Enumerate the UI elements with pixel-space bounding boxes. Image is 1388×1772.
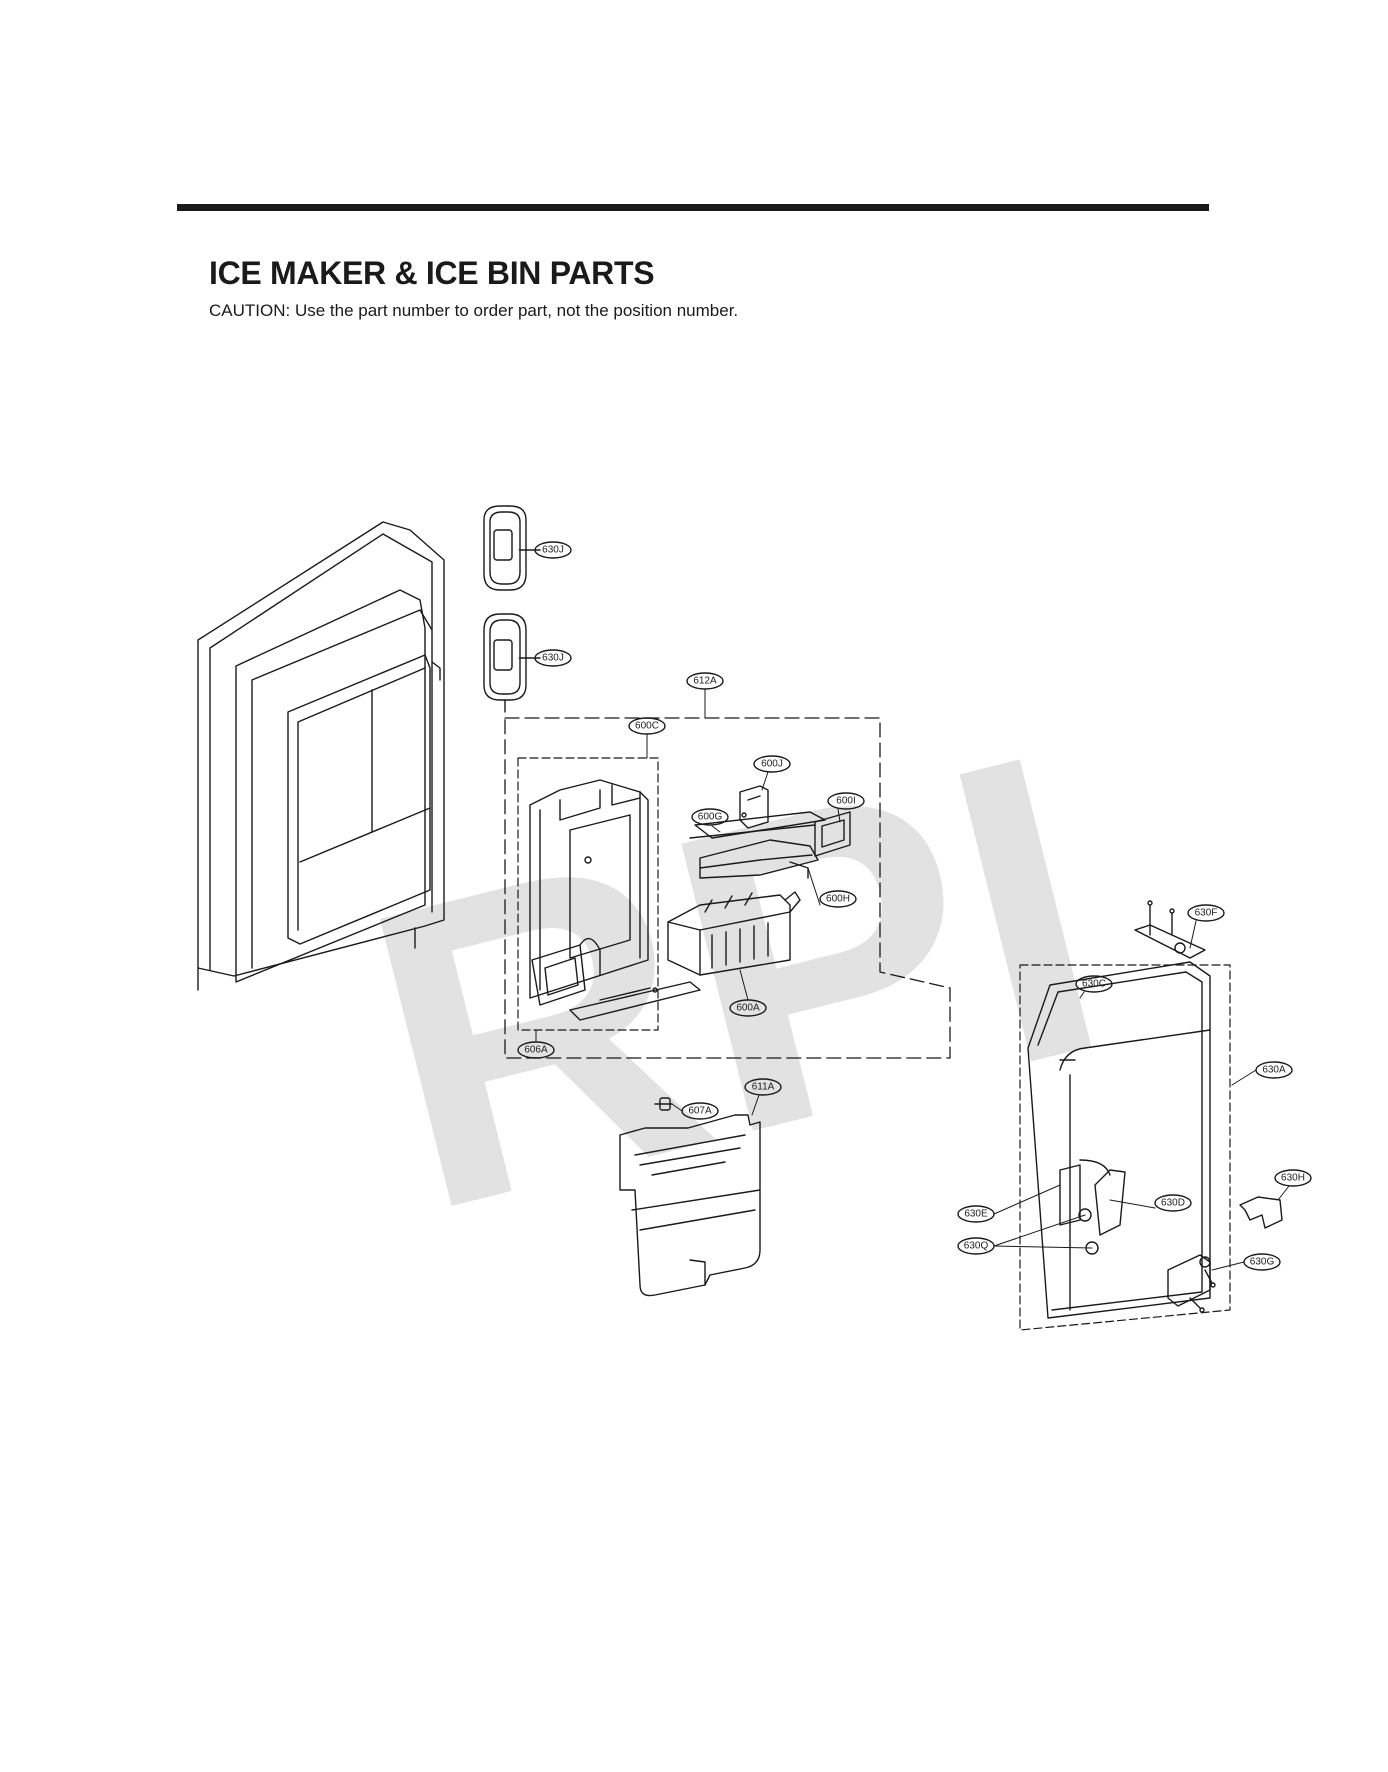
hinge-cap-630j-top	[483, 505, 541, 591]
callout-607a: 607A	[681, 1102, 719, 1120]
pad-600i-illustration	[814, 811, 851, 857]
callout-label: 630G	[1250, 1257, 1275, 1268]
callout-600h: 600H	[819, 890, 857, 908]
callout-630c: 630C	[1075, 975, 1113, 993]
callout-label: 630J	[542, 545, 564, 556]
callout-600j: 600J	[753, 755, 791, 773]
callout-label: 600C	[635, 721, 659, 732]
ice-bin-cover-611a-illustration	[619, 1114, 761, 1297]
callout-630h: 630H	[1274, 1169, 1312, 1187]
ice-compartment-door-630a-illustration	[1027, 961, 1211, 1319]
callout-611a: 611A	[744, 1078, 782, 1096]
header-rule	[177, 204, 1209, 211]
callout-label: 607A	[688, 1106, 712, 1117]
callout-label: 630E	[964, 1209, 988, 1220]
callout-630d: 630D	[1154, 1194, 1192, 1212]
callout-label: 612A	[693, 676, 717, 687]
callout-label: 630D	[1161, 1198, 1185, 1209]
callout-label: 600G	[698, 812, 723, 823]
page-title: ICE MAKER & ICE BIN PARTS	[209, 255, 655, 291]
callout-612a: 612A	[686, 672, 724, 690]
callout-label: 600J	[761, 759, 783, 770]
callout-600a: 600A	[729, 999, 767, 1017]
bolt-607a-illustration	[654, 1097, 673, 1111]
ice-maker-600a-illustration	[667, 891, 801, 976]
callout-630q: 630Q	[957, 1237, 995, 1255]
callout-600i: 600I	[827, 792, 865, 810]
callout-label: 630A	[1262, 1065, 1286, 1076]
ice-maker-bracket-illustration	[529, 779, 701, 1021]
callout-630j-top: 630J	[534, 541, 572, 559]
caution-note: CAUTION: Use the part number to order pa…	[209, 301, 739, 320]
callout-600g: 600G	[691, 808, 729, 826]
harness-600h-illustration	[699, 839, 819, 879]
callout-label: 630F	[1195, 908, 1218, 919]
callout-label: 630C	[1082, 979, 1106, 990]
callout-630g: 630G	[1243, 1253, 1281, 1271]
bracket-630g-illustration	[1167, 1254, 1216, 1313]
hinge-cap-630j-bottom	[483, 613, 541, 713]
hinge-630f-illustration	[1134, 900, 1206, 959]
callout-label: 630H	[1281, 1173, 1305, 1184]
assembly-612a-boundary	[504, 717, 951, 1059]
callout-label: 606A	[524, 1045, 548, 1056]
callout-label: 630Q	[964, 1241, 989, 1252]
callout-label: 600A	[736, 1003, 760, 1014]
callout-630a: 630A	[1255, 1061, 1293, 1079]
assembly-600c-boundary	[517, 757, 659, 1031]
callout-600c: 600C	[628, 717, 666, 735]
callout-606a: 606A	[517, 1041, 555, 1059]
cover-600g-illustration	[689, 811, 826, 839]
holder-630h-illustration	[1239, 1196, 1283, 1229]
leader-lines	[518, 549, 1290, 1271]
refrigerator-door-illustration	[197, 521, 445, 991]
callout-label: 611A	[752, 1082, 775, 1093]
callout-630f: 630F	[1187, 904, 1225, 922]
assembly-630a-boundary	[1019, 964, 1231, 1331]
sensor-600j-illustration	[739, 785, 769, 829]
callout-label: 600I	[836, 796, 855, 807]
callout-label: 600H	[826, 894, 850, 905]
callout-label: 630J	[542, 653, 564, 664]
callout-630e: 630E	[957, 1205, 995, 1223]
callout-630j-bottom: 630J	[534, 649, 572, 667]
